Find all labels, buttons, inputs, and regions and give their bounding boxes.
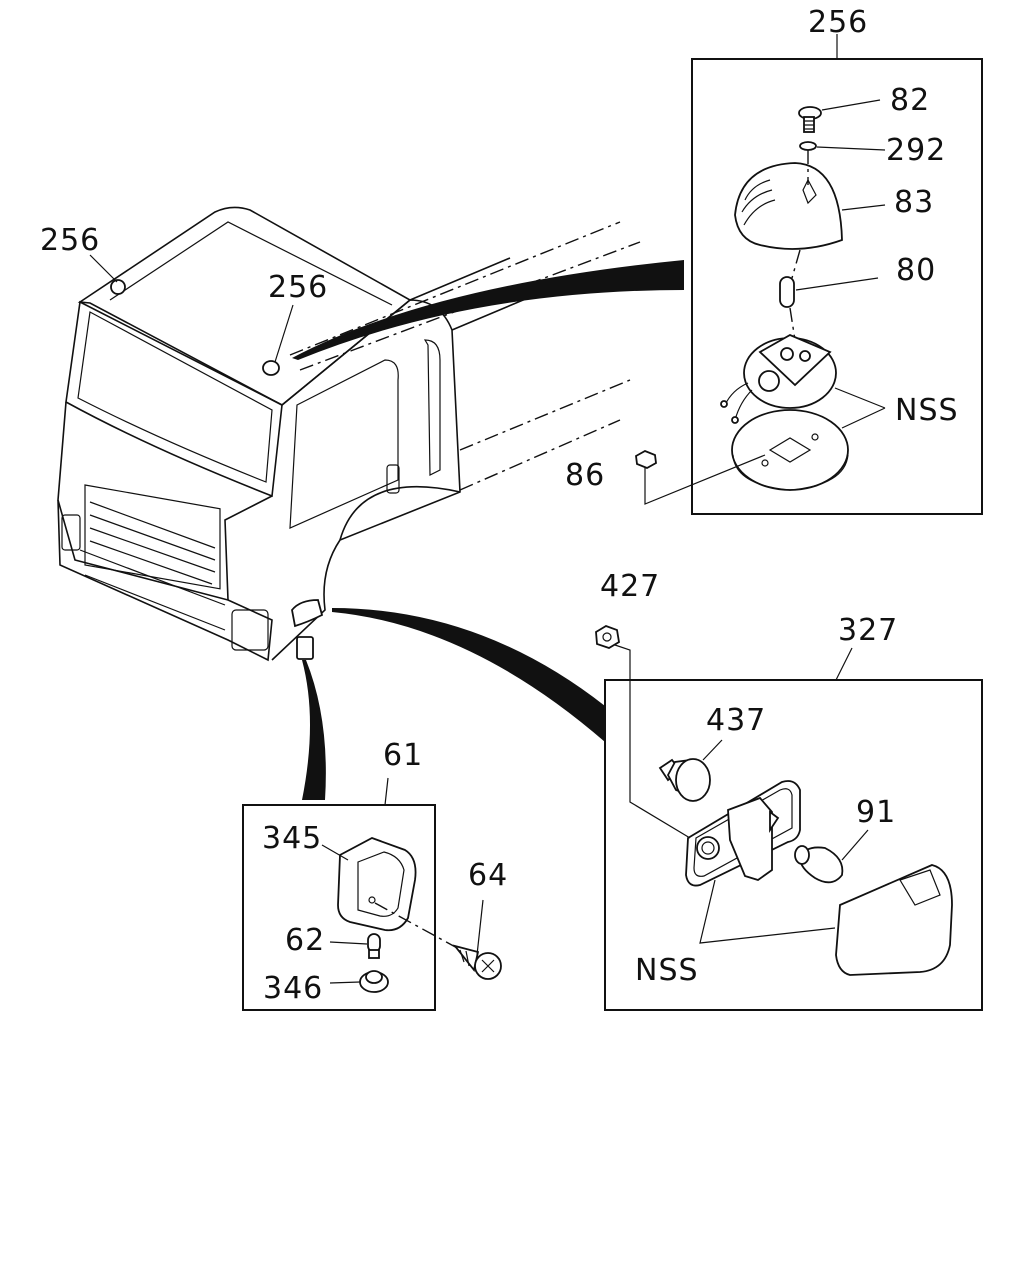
wedge-to-lower-box [302, 660, 326, 800]
nut-86 [635, 450, 657, 469]
socket-437 [658, 758, 711, 802]
assembly-box-61: 61 345 62 346 [242, 738, 471, 1011]
callout-427: 427 [600, 569, 660, 604]
wedge-to-side-box [332, 608, 605, 742]
bulb-80 [779, 276, 795, 308]
lens-83 [734, 162, 843, 250]
callout-256-front: 256 [40, 223, 100, 258]
bulb-91 [794, 845, 844, 884]
bolt-82 [798, 106, 822, 133]
assembly-box-327: 327 437 91 NSS [604, 613, 983, 1011]
wedge-to-top-box [292, 260, 684, 360]
roof-lamp-front [110, 279, 126, 295]
callout-256-side: 256 [268, 270, 328, 305]
assembly-box-256: 256 82 292 83 80 [644, 5, 983, 515]
callout-346: 346 [263, 971, 323, 1006]
callout-61: 61 [383, 738, 423, 773]
gasket-plate [731, 409, 849, 491]
callout-62: 62 [285, 923, 325, 958]
callout-nss-side: NSS [635, 953, 699, 988]
callout-437: 437 [706, 703, 766, 738]
bulb-62 [367, 933, 381, 959]
screw-64 [452, 944, 502, 980]
callout-80: 80 [896, 253, 936, 288]
callout-327: 327 [838, 613, 898, 648]
callout-292: 292 [886, 133, 946, 168]
lamp-345 [337, 837, 417, 932]
nut-427 [595, 625, 620, 649]
washer-292 [799, 141, 817, 151]
callout-nss-top: NSS [895, 393, 959, 428]
callout-256-box: 256 [808, 5, 868, 40]
callout-86: 86 [565, 458, 605, 493]
grommet-346 [359, 970, 389, 993]
roof-lamp-side [262, 360, 280, 376]
truck-cab [57, 206, 641, 662]
callout-345: 345 [262, 821, 322, 856]
callout-82: 82 [890, 83, 930, 118]
side-lens-cover [835, 864, 953, 976]
callout-64: 64 [468, 858, 508, 893]
callout-83: 83 [894, 185, 934, 220]
lamp-base [720, 333, 837, 424]
side-lamp-housing [685, 780, 801, 887]
callout-91: 91 [856, 795, 896, 830]
